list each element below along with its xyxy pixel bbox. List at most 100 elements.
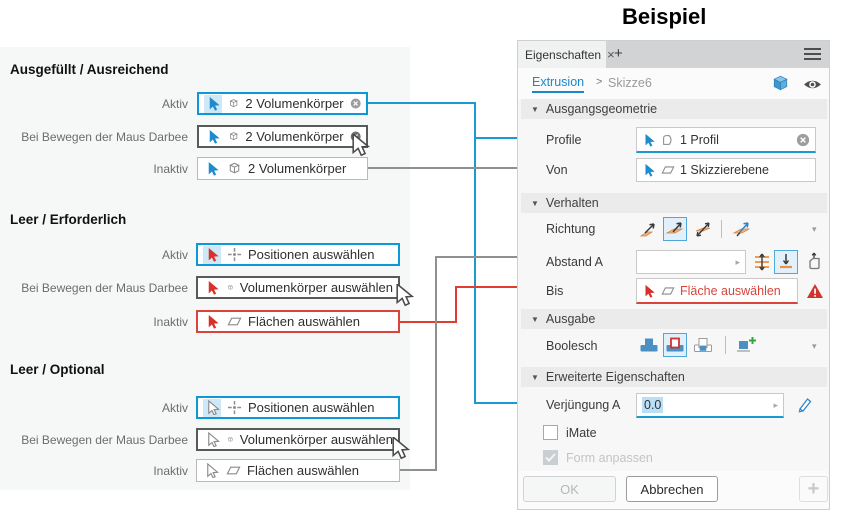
cursor-pad — [203, 431, 221, 449]
state-label: Inaktiv — [153, 162, 188, 176]
breadcrumb-extrusion[interactable]: Extrusion — [532, 75, 585, 93]
section-header-ausgabe[interactable]: ▼ Ausgabe — [521, 309, 827, 329]
section-header-verhalten[interactable]: ▼ Verhalten — [521, 193, 827, 213]
direction-symmetric-button[interactable] — [691, 217, 715, 241]
cursor-highlight — [203, 398, 221, 417]
verjuengung-spinner-icon[interactable]: ▸ — [773, 399, 778, 410]
direction-dropdown-icon[interactable]: ▾ — [812, 224, 817, 234]
direction-asymmetric-button[interactable] — [730, 217, 754, 241]
cursor-pad — [204, 128, 222, 146]
bis-selector[interactable]: Fläche auswählen — [636, 278, 798, 304]
select-cursor-icon — [205, 247, 220, 262]
verjuengung-label: Verjüngung A — [546, 398, 621, 412]
select-cursor-icon — [205, 161, 220, 176]
boolean-intersect-button[interactable] — [691, 333, 715, 357]
extent-distance-button[interactable] — [750, 250, 774, 274]
boolean-join-button[interactable] — [637, 333, 661, 357]
add-panel-button[interactable]: + — [799, 476, 828, 502]
collapse-icon[interactable]: ▼ — [531, 314, 539, 324]
connector-gray-vertical — [435, 256, 437, 471]
ok-button[interactable]: OK — [523, 476, 616, 502]
select-cursor-icon — [206, 129, 221, 144]
extent-through-button[interactable] — [802, 250, 826, 274]
section-title: Ausgabe — [545, 312, 596, 326]
selector-box-optional-active: Positionen auswählen — [196, 396, 400, 419]
boolean-cut-button[interactable] — [663, 333, 687, 357]
section-header-ausgangsgeometrie[interactable]: ▼ Ausgangsgeometrie — [521, 99, 827, 119]
boolean-dropdown-icon[interactable]: ▾ — [812, 341, 817, 351]
select-cursor-icon — [205, 432, 220, 447]
direction-default-icon — [639, 223, 655, 237]
solid-body-icon — [227, 161, 242, 176]
properties-panel: Eigenschaften × + Extrusion > Skizze6 — [517, 40, 830, 510]
select-cursor-icon — [204, 463, 219, 478]
form-anpassen-label: Form anpassen — [566, 451, 653, 465]
state-label: Aktiv — [161, 248, 188, 262]
section-title: Erweiterte Eigenschaften — [545, 370, 685, 384]
section-title: Verhalten — [545, 196, 599, 210]
abstand-spinner-icon[interactable]: ▸ — [735, 256, 740, 267]
clear-selection-icon[interactable] — [796, 133, 810, 147]
von-selector[interactable]: 1 Skizzierebene — [636, 158, 816, 182]
extent-to-icon — [780, 254, 792, 269]
section-header-erweitert[interactable]: ▼ Erweiterte Eigenschaften — [521, 367, 827, 387]
cursor-pad — [202, 462, 220, 480]
state-label: Inaktiv — [153, 315, 188, 329]
connector-blue-vertical — [474, 102, 476, 404]
collapse-icon[interactable]: ▼ — [531, 104, 539, 114]
abstand-label: Abstand A — [546, 255, 603, 269]
position-icon — [227, 400, 242, 415]
breadcrumb-separator: > — [596, 76, 603, 88]
cursor-pad — [203, 279, 221, 297]
solid-body-icon — [227, 432, 234, 447]
breadcrumb-skizze[interactable]: Skizze6 — [608, 76, 652, 90]
boolean-intersect-icon — [694, 338, 712, 352]
collapse-icon[interactable]: ▼ — [531, 372, 539, 382]
visibility-eye-icon[interactable] — [803, 78, 822, 91]
boolean-newsolid-icon — [737, 337, 756, 352]
solid-preview-icon[interactable] — [770, 73, 791, 94]
imate-label: iMate — [566, 426, 597, 440]
state-label: Bei Bewegen der Maus Darbee — [21, 281, 188, 295]
collapse-icon[interactable]: ▼ — [531, 198, 539, 208]
selector-box-optional-hover: Volumenkörper auswählen — [196, 428, 400, 451]
legend-heading-filled: Ausgefüllt / Ausreichend — [10, 62, 169, 77]
connector-red-to-bis — [455, 286, 540, 288]
clear-selection-icon — [350, 96, 361, 111]
selector-text: Volumenkörper auswählen — [239, 280, 393, 295]
form-anpassen-checkbox — [543, 450, 558, 465]
cursor-pad — [203, 313, 221, 331]
direction-flipped-button[interactable] — [663, 217, 687, 241]
verjuengung-input[interactable]: 0.0 ▸ — [636, 393, 784, 418]
selector-text: Flächen auswählen — [248, 314, 361, 329]
selector-text: Positionen auswählen — [248, 247, 375, 262]
extent-to-button[interactable] — [774, 250, 798, 274]
boolean-cut-icon — [666, 337, 684, 352]
boolesch-label: Boolesch — [546, 339, 598, 353]
state-label: Bei Bewegen der Maus Darbee — [21, 130, 188, 144]
extent-distance-icon — [755, 253, 769, 271]
connector-red-vertical — [455, 286, 457, 323]
tab-close-icon[interactable]: × — [607, 47, 615, 62]
selector-box-filled-inactive: 2 Volumenkörper — [197, 157, 368, 180]
cancel-button[interactable]: Abbrechen — [626, 476, 718, 502]
legend-heading-required: Leer / Erforderlich — [10, 212, 127, 227]
tab-add-button[interactable]: + — [614, 45, 623, 62]
connector-blue-to-profile — [474, 137, 540, 139]
connector-gray-inactive-to-von — [368, 167, 540, 169]
selector-box-required-active: Positionen auswählen — [196, 243, 400, 266]
abstand-input[interactable]: ▸ — [636, 250, 746, 274]
imate-checkbox[interactable] — [543, 425, 558, 440]
selector-text: Positionen auswählen — [248, 400, 375, 415]
taper-edit-icon[interactable] — [796, 395, 814, 413]
tab-eigenschaften[interactable]: Eigenschaften × — [518, 41, 615, 68]
profile-selector[interactable]: 1 Profil — [636, 127, 816, 153]
connector-gray-from-optional — [400, 469, 437, 471]
menu-icon[interactable] — [804, 47, 821, 61]
tab-bar: Eigenschaften × + — [518, 41, 829, 68]
face-icon — [227, 314, 242, 329]
state-label: Inaktiv — [153, 464, 188, 478]
boolean-newsolid-button[interactable] — [734, 333, 758, 357]
connector-red-from-inactive — [400, 321, 457, 323]
direction-default-button[interactable] — [637, 217, 661, 241]
